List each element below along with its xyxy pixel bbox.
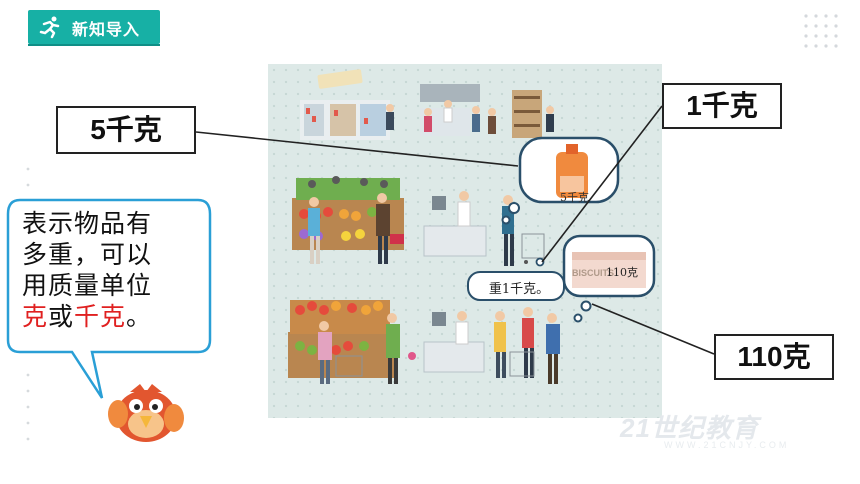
label-1kg: 1千克: [662, 83, 782, 129]
bubble-line-3: 用质量单位: [22, 271, 153, 300]
section-title: 新知导入: [72, 20, 141, 39]
leader-line-110g: [591, 303, 715, 355]
term-or: 或: [48, 302, 75, 331]
runner-icon: [39, 16, 60, 39]
fruit-stand: [288, 300, 416, 384]
bubble-line-2: 多重，可以: [22, 240, 153, 269]
speech-bubble: [6, 198, 212, 399]
bubble-line-4: 克或千克。: [22, 301, 212, 332]
header-underline: [28, 44, 160, 46]
bubble-line-1: 表示物品有: [22, 209, 153, 238]
decorative-dots: [804, 14, 838, 48]
produce-stand: [292, 176, 404, 264]
term-kilogram: 千克: [74, 302, 127, 331]
top-shelves: [300, 69, 554, 140]
biscuit-brand-label: BISCUITS: [572, 268, 615, 278]
checkout-bottom: [423, 307, 560, 384]
leader-line-5kg: [195, 131, 519, 167]
biscuit-thought-bubble: [562, 234, 656, 323]
speech-bubble-text: 表示物品有 多重，可以 用质量单位 克或千克。: [22, 208, 212, 332]
term-gram: 克: [22, 302, 49, 331]
checkout-middle: [423, 191, 545, 266]
jug-weight-label: 5千克: [560, 191, 589, 204]
term-end: 。: [126, 302, 153, 331]
label-5kg: 5千克: [56, 106, 196, 154]
leader-line-1kg: [541, 105, 663, 263]
watermark-logo: 21世纪教育: [620, 413, 759, 443]
thought-weight-text: 重1千克。: [488, 282, 550, 297]
jug-thought-bubble: [501, 136, 620, 225]
bird-mascot-icon: [108, 384, 184, 442]
watermark-url: WWW.21CNJY.COM: [664, 440, 790, 450]
biscuit-weight-label: 110克: [606, 266, 638, 279]
section-header: 新知导入: [28, 10, 160, 44]
label-110g: 110克: [714, 334, 834, 380]
